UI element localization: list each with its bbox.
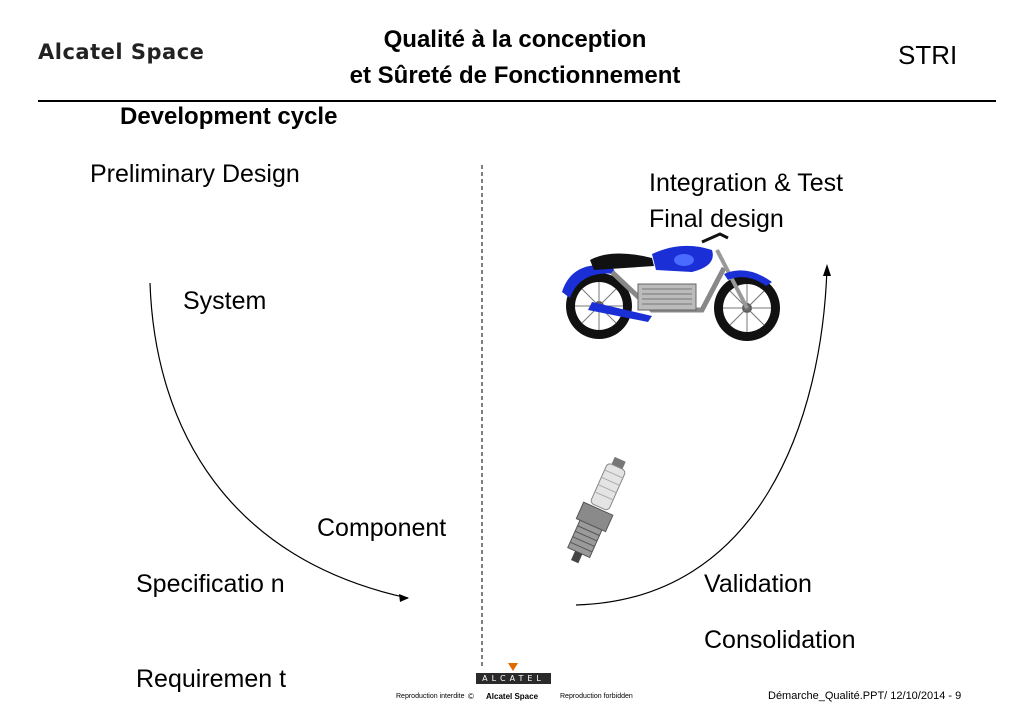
reproduction-forbidden-text: Reproduction forbidden — [560, 693, 633, 700]
specification-label: Specificatio n — [136, 570, 285, 598]
title-line-2: et Sûreté de Fonctionnement — [349, 62, 681, 89]
integration-arrowhead — [823, 264, 831, 276]
copyright-symbol: © — [468, 692, 474, 701]
validation-label: Validation — [704, 570, 812, 598]
page-reference: Démarche_Qualité.PPT/ 12/10/2014 - 9 — [768, 690, 962, 702]
requirements-label: Requiremen t — [136, 665, 287, 693]
reproduction-interdite-text: Reproduction interdite — [396, 693, 465, 700]
department-label: STRI — [898, 40, 958, 70]
alcatel-footer-logo: ALCATEL — [476, 673, 551, 684]
alcatel-orange-mark — [508, 663, 518, 671]
section-subtitle: Development cycle — [120, 103, 338, 130]
system-label: System — [183, 287, 267, 315]
footer-brand: Alcatel Space — [486, 692, 539, 701]
final-design-label: Final design — [649, 205, 784, 233]
title-line-1: Qualité à la conception — [383, 26, 647, 53]
slide-title: Qualité à la conception et Sûreté de Fon… — [250, 22, 780, 94]
spark-plug-illustration — [567, 456, 626, 564]
company-logo: Alcatel Space — [38, 40, 205, 64]
component-label: Component — [317, 514, 447, 542]
design-arrowhead — [399, 594, 409, 602]
header-divider — [38, 100, 996, 102]
motorcycle-illustration — [562, 232, 780, 341]
integration-test-label: Integration & Test — [649, 169, 844, 197]
consolidation-label: Consolidation — [704, 626, 856, 654]
preliminary-design-label: Preliminary Design — [90, 160, 300, 188]
design-curve-arrow — [149, 282, 409, 599]
